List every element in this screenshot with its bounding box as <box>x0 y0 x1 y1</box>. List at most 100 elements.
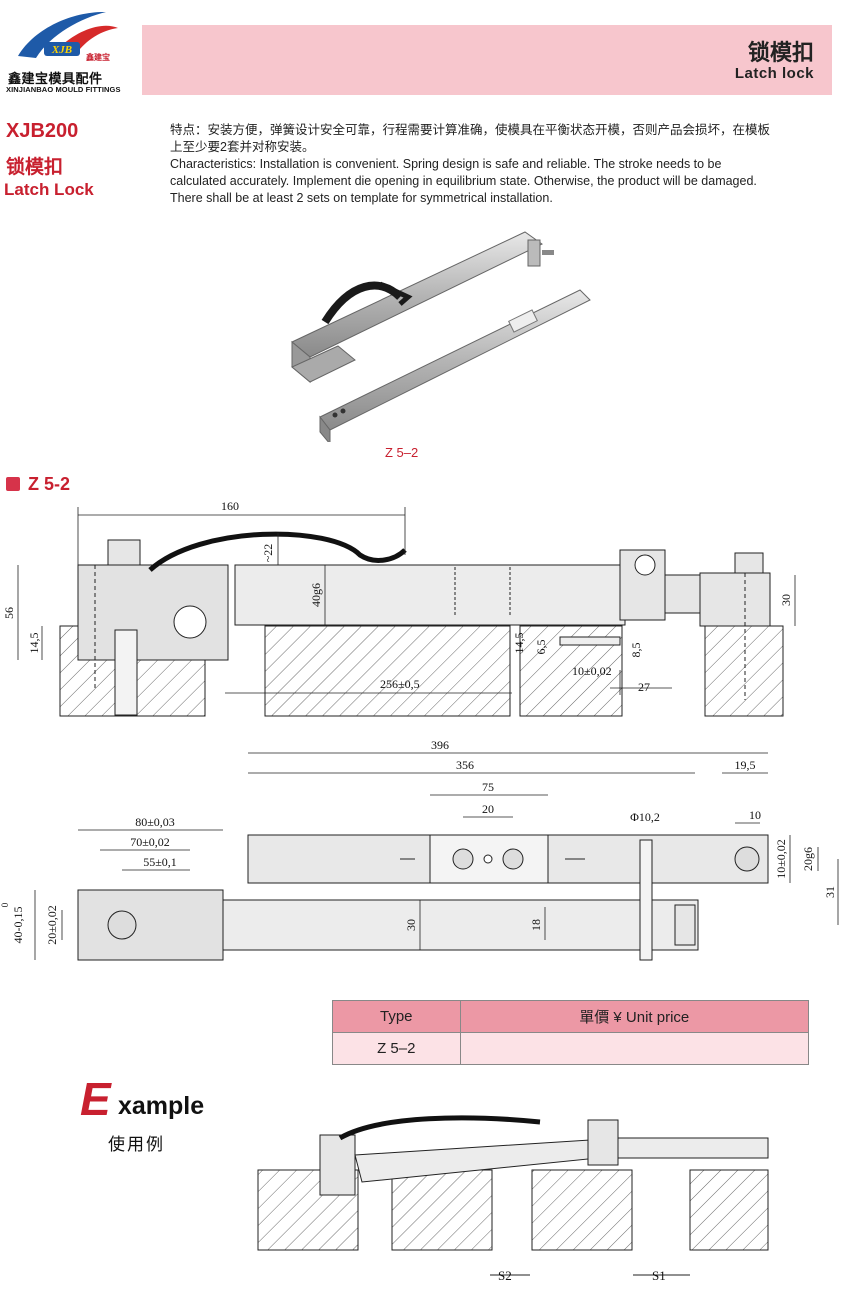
section-title: Z 5-2 <box>28 474 71 494</box>
dim-8-5: 8,5 <box>629 643 643 658</box>
photo-hole-b <box>340 408 346 414</box>
product-name-en: Latch Lock <box>4 180 94 199</box>
drawing-top-view: 396 356 19,5 75 20 Φ10,2 10 80±0,03 70±0… <box>0 738 839 961</box>
latch-receiver <box>699 572 771 627</box>
logo-name-en: XINJIANBAO MOULD FITTINGS <box>6 85 121 94</box>
ex-plate-b <box>391 1169 493 1251</box>
ex-s2: S2 <box>498 1268 512 1283</box>
dim-80: 80±0,03 <box>135 815 175 829</box>
logo-tag: 鑫建宝 <box>85 52 110 62</box>
ex-s1: S1 <box>652 1268 666 1283</box>
dim-356: 356 <box>456 758 474 772</box>
section-marker <box>6 477 20 491</box>
logo-swoosh-blue <box>18 11 106 58</box>
ex-plate-d <box>689 1169 769 1251</box>
example-title-cn: 使用例 <box>108 1135 165 1155</box>
top-end <box>674 904 696 946</box>
photo-spring-tip <box>378 281 413 306</box>
ex-rail <box>617 1137 769 1159</box>
top-bolt <box>107 910 137 940</box>
drawing-side-section: 160 ~22 56 14,5 40g6 30 14,5 6,5 8,5 10±… <box>2 499 796 717</box>
dim-55: 55±0,1 <box>143 855 177 869</box>
stop-pin <box>559 636 621 646</box>
dim-31: 31 <box>823 886 837 898</box>
photo-end <box>527 239 541 267</box>
dim-27: 27 <box>638 680 650 694</box>
dim-10-tol: 10±0,02 <box>572 664 612 678</box>
latch-block <box>77 564 229 661</box>
dim-phi-10-2: Φ10,2 <box>630 810 660 824</box>
photo-slider <box>508 309 538 333</box>
photo-block-bottom <box>291 345 356 383</box>
header-title-cn: 锁模扣 <box>747 41 814 66</box>
dim-40-tol-top: 0 <box>0 902 10 907</box>
product-name-cn: 锁模扣 <box>6 156 64 178</box>
dim-160: 160 <box>221 499 239 513</box>
photo-pin <box>542 250 554 255</box>
cell-type: Z 5–2 <box>332 1032 461 1065</box>
col-unit-price: 單價 ¥ Unit price <box>459 1000 809 1033</box>
rail-pin <box>483 854 493 864</box>
rail-bolt-b <box>502 848 524 870</box>
product-photo <box>291 231 591 442</box>
logo-name-cn: 鑫建宝模具配件 <box>8 72 103 87</box>
dim-18: 18 <box>529 919 543 931</box>
receiver-cap <box>734 552 764 574</box>
dim-14-5-right: 14,5 <box>512 633 526 654</box>
dim-10: 10 <box>749 808 761 822</box>
latch-head-bolt <box>634 554 656 576</box>
ex-head <box>587 1119 619 1166</box>
dim-40-tol: 40-0,15 <box>11 907 25 944</box>
dim-30: 30 <box>404 919 418 931</box>
dim-20g6: 20g6 <box>801 847 815 871</box>
latch-pivot-hole <box>173 605 207 639</box>
dim-70: 70±0,02 <box>130 835 170 849</box>
product-model: XJB200 <box>6 120 79 142</box>
ex-spring <box>338 1115 541 1141</box>
example-title: xample <box>118 1092 205 1120</box>
logo-badge-text: XJB <box>51 44 72 56</box>
dim-22: ~22 <box>261 544 275 563</box>
col-type: Type <box>332 1000 461 1033</box>
dim-10-tol: 10±0,02 <box>774 839 788 879</box>
spring-leaf <box>148 531 407 572</box>
photo-hole-a <box>332 412 338 418</box>
latch-head-ext <box>664 574 701 614</box>
photo-lower-end <box>319 415 331 442</box>
top-arm <box>222 899 699 951</box>
plate-right-b <box>704 625 784 717</box>
dim-40g6: 40g6 <box>309 583 323 607</box>
dim-14-5-left: 14,5 <box>27 633 41 654</box>
dim-396: 396 <box>431 738 449 752</box>
rail-bolt-a <box>452 848 474 870</box>
bolt-left <box>114 629 138 716</box>
description-cn: 特点：安装方便，弹簧设计安全可靠，行程需要计算准确，使模具在平衡状态开模，否则产… <box>170 123 771 154</box>
dim-6-5: 6,5 <box>534 640 548 655</box>
dim-20: 20 <box>482 802 494 816</box>
latch-cap <box>107 539 141 566</box>
latch-arm <box>234 564 626 626</box>
dim-30: 30 <box>779 594 793 606</box>
table-row: Z 5–2 <box>332 1032 809 1065</box>
price-table-header: Type 單價 ¥ Unit price <box>332 1000 809 1033</box>
dim-19-5: 19,5 <box>735 758 756 772</box>
dim-56: 56 <box>2 607 16 619</box>
ex-plate-c <box>531 1169 633 1251</box>
dim-256: 256±0,5 <box>380 677 420 691</box>
dim-75: 75 <box>482 780 494 794</box>
price-table: Type 單價 ¥ Unit price Z 5–2 <box>332 1000 809 1065</box>
header-band: 锁模扣 Latch lock <box>142 25 832 95</box>
ex-block <box>319 1134 356 1196</box>
brand-logo: XJB 鑫建宝 <box>18 11 118 62</box>
plate-middle <box>264 625 511 717</box>
photo-caption: Z 5–2 <box>385 445 419 460</box>
example-initial: E <box>80 1073 111 1125</box>
top-pin <box>639 839 653 961</box>
top-block <box>77 889 224 961</box>
logo-badge <box>44 42 80 56</box>
description-en: Characteristics: Installation is conveni… <box>170 157 757 205</box>
cell-price <box>459 1032 809 1065</box>
product-description: 特点：安装方便，弹簧设计安全可靠，行程需要计算准确，使模具在平衡状态开模，否则产… <box>170 122 770 207</box>
header-title-en: Latch lock <box>734 65 814 82</box>
dim-20-tol: 20±0,02 <box>45 905 59 945</box>
